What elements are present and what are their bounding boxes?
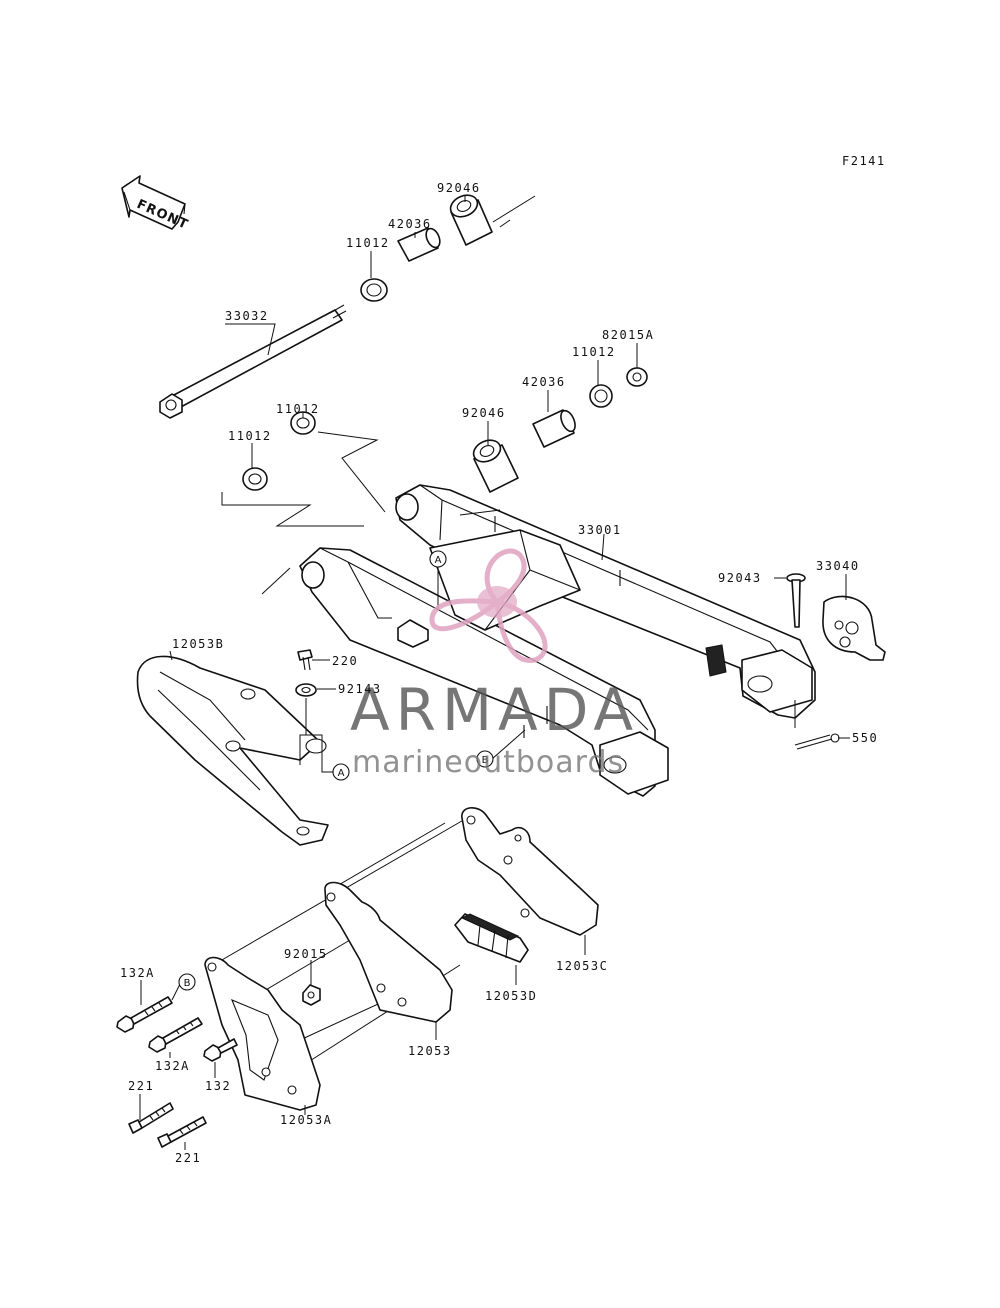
label-92143: 92143 <box>338 682 382 696</box>
label-12053C: 12053C <box>556 959 608 973</box>
label-550: 550 <box>852 731 878 745</box>
bolt-132A-2 <box>148 1017 203 1053</box>
callout-a-lower: A <box>332 763 350 781</box>
label-12053: 12053 <box>408 1044 452 1058</box>
seal-11012-right <box>589 384 613 408</box>
guide-plate-12053A <box>204 956 321 1111</box>
leader-132A-1 <box>140 980 181 1005</box>
nut-92015 <box>302 984 321 1006</box>
slider-block-12053D <box>454 913 529 963</box>
pin-92043 <box>786 573 806 628</box>
label-33001: 33001 <box>578 523 622 537</box>
leader-550 <box>794 700 850 739</box>
label-92043: 92043 <box>718 571 762 585</box>
screw-221-2 <box>157 1116 207 1148</box>
washer-92143 <box>295 683 317 697</box>
label-42036-top: 42036 <box>388 217 432 231</box>
label-132: 132 <box>205 1079 231 1093</box>
label-92015: 92015 <box>284 947 328 961</box>
guide-plate-12053C <box>461 807 599 936</box>
label-220: 220 <box>332 654 358 668</box>
callout-a-upper: A <box>429 550 447 610</box>
seal-11012-top <box>360 278 388 302</box>
label-132A-1: 132A <box>120 966 155 980</box>
label-82015A: 82015A <box>602 328 654 342</box>
bolt-132A-1 <box>116 996 173 1033</box>
swingarm-33001 <box>299 484 816 797</box>
screw-221-1 <box>128 1102 174 1134</box>
leader-12053B <box>169 650 173 661</box>
seal-11012-left-lower <box>242 467 268 491</box>
chain-slider-12053B <box>136 655 329 846</box>
watermark-logo <box>429 548 548 663</box>
cotter-550 <box>794 733 840 750</box>
callout-b-lower: B <box>178 973 196 991</box>
bushing-92046-top <box>449 194 493 246</box>
label-42036-right: 42036 <box>522 375 566 389</box>
assembly-line-1 <box>317 431 386 513</box>
front-arrow-icon: FRONT <box>121 175 190 233</box>
label-11012-left-upper: 11012 <box>276 402 320 416</box>
sleeve-42036-right <box>532 409 576 448</box>
label-12053B: 12053B <box>172 637 224 651</box>
label-11012-top: 11012 <box>346 236 390 250</box>
label-221-1: 221 <box>128 1079 154 1093</box>
guide-plate-12053 <box>324 881 453 1023</box>
svg-text:B: B <box>184 978 191 989</box>
label-11012-right: 11012 <box>572 345 616 359</box>
alignment-line <box>492 195 536 228</box>
callout-b-upper: B <box>476 729 526 768</box>
label-92046-top: 92046 <box>437 181 481 195</box>
label-12053D: 12053D <box>485 989 537 1003</box>
nut-82015A <box>626 367 648 387</box>
svg-text:A: A <box>338 768 345 779</box>
axle-33032 <box>159 304 347 419</box>
leader-92143 <box>299 688 340 773</box>
label-221-2: 221 <box>175 1151 201 1165</box>
watermark-brand: ARMADA <box>350 676 639 744</box>
label-33040: 33040 <box>816 559 860 573</box>
bolt-220 <box>297 649 313 671</box>
label-12053A: 12053A <box>280 1113 332 1127</box>
bushing-92046-right <box>472 439 519 493</box>
label-132A-2: 132A <box>155 1059 190 1073</box>
leader-33032 <box>225 323 276 356</box>
bolt-132 <box>203 1038 238 1062</box>
figure-code: F2141 <box>842 154 886 168</box>
label-92046-right: 92046 <box>462 406 506 420</box>
assembly-line-2 <box>221 492 364 527</box>
adjuster-33040 <box>822 595 886 661</box>
assembly-line-3 <box>261 567 291 595</box>
leader-33001 <box>601 533 605 561</box>
sleeve-42036-top <box>397 227 441 262</box>
svg-text:B: B <box>482 755 489 766</box>
watermark-tagline: marineoutboards <box>352 745 624 780</box>
label-33032: 33032 <box>225 309 269 323</box>
svg-text:A: A <box>435 555 442 566</box>
label-11012-left-lower: 11012 <box>228 429 272 443</box>
